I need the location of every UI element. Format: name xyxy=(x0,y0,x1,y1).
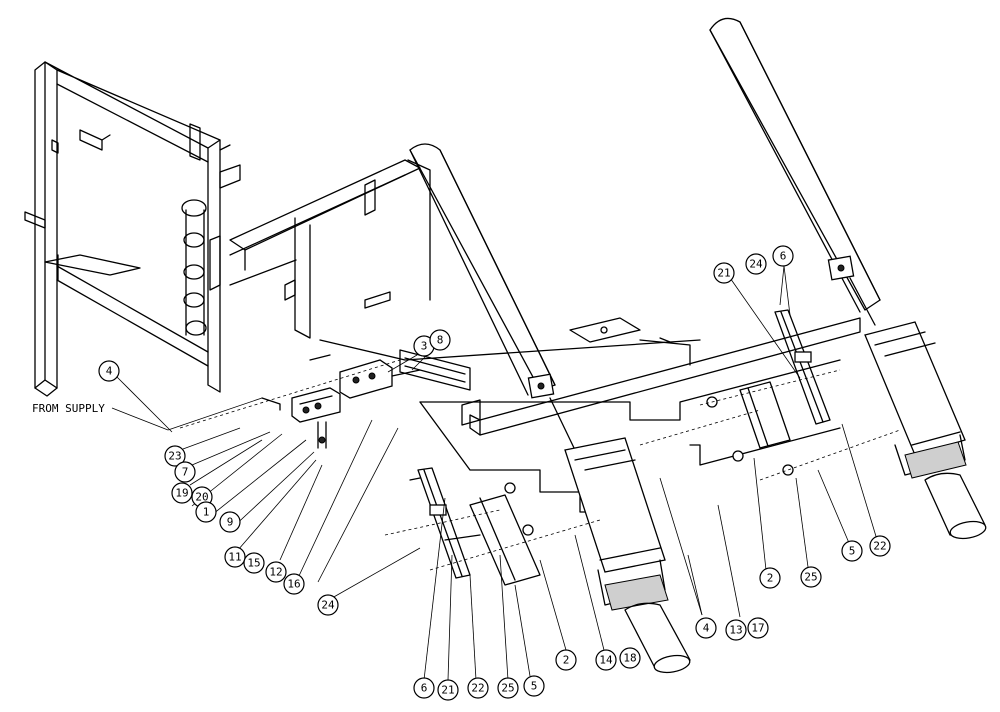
callout-bubble: 15 xyxy=(243,552,265,574)
cross-bar xyxy=(419,317,861,513)
svg-text:19: 19 xyxy=(175,487,188,500)
svg-text:13: 13 xyxy=(729,624,742,637)
callout-bubble: 22 xyxy=(467,677,489,699)
right-clamp-assembly xyxy=(706,309,831,476)
svg-text:5: 5 xyxy=(531,680,538,693)
callout-bubble: 25 xyxy=(800,566,822,588)
callout-bubble: 17 xyxy=(747,617,769,639)
svg-text:22: 22 xyxy=(471,682,484,695)
callout-bubble: 11 xyxy=(224,546,246,568)
callout-bubble: 13 xyxy=(725,619,747,641)
svg-text:22: 22 xyxy=(873,540,886,553)
callout-bubble: 5 xyxy=(523,675,545,697)
callout-bubble: 8 xyxy=(429,329,451,351)
svg-text:4: 4 xyxy=(703,622,710,635)
left-actuator xyxy=(409,143,691,674)
callout-bubble: 24 xyxy=(317,594,339,616)
callout-bubble: 19 xyxy=(171,482,193,504)
callout-bubble: 7 xyxy=(174,461,196,483)
right-actuator xyxy=(709,17,987,540)
svg-text:15: 15 xyxy=(247,557,260,570)
supply-note: FROM SUPPLY xyxy=(32,397,263,431)
callout-bubble: 1 xyxy=(195,501,217,523)
callout-bubble: 21 xyxy=(713,262,735,284)
svg-text:11: 11 xyxy=(228,551,241,564)
svg-text:16: 16 xyxy=(287,578,300,591)
svg-text:6: 6 xyxy=(421,682,428,695)
svg-text:24: 24 xyxy=(749,258,763,271)
valve-assembly xyxy=(261,349,481,449)
svg-text:20: 20 xyxy=(195,491,208,504)
callout-bubble: 2 xyxy=(555,649,577,671)
callout-bubble: 9 xyxy=(219,511,241,533)
assembly-lines xyxy=(179,359,901,571)
callout-bubble: 6 xyxy=(772,245,794,267)
svg-text:1: 1 xyxy=(203,506,210,519)
svg-text:14: 14 xyxy=(599,654,613,667)
callout-bubble: 21 xyxy=(437,679,459,701)
callout-bubble: 18 xyxy=(619,647,641,669)
svg-text:18: 18 xyxy=(623,652,636,665)
callout-bubble: 23 xyxy=(164,445,186,467)
svg-text:25: 25 xyxy=(501,682,514,695)
svg-text:9: 9 xyxy=(227,516,234,529)
svg-text:6: 6 xyxy=(780,250,787,263)
callout-bubble: 22 xyxy=(869,535,891,557)
callout-bubble: 24 xyxy=(745,253,767,275)
callout-bubble: 14 xyxy=(595,649,617,671)
callout-bubble: 25 xyxy=(497,677,519,699)
from-supply-label: FROM SUPPLY xyxy=(32,402,105,415)
callout-bubble: 6 xyxy=(413,677,435,699)
svg-text:7: 7 xyxy=(182,466,189,479)
svg-text:4: 4 xyxy=(106,365,113,378)
svg-text:3: 3 xyxy=(421,340,428,353)
callout-bubble: 2 xyxy=(759,567,781,589)
svg-text:25: 25 xyxy=(804,571,817,584)
svg-text:17: 17 xyxy=(751,622,764,635)
left-clamp-assembly xyxy=(409,467,541,586)
svg-text:24: 24 xyxy=(321,599,335,612)
callout-bubble: 5 xyxy=(841,540,863,562)
callout-bubble: 16 xyxy=(283,573,305,595)
svg-text:21: 21 xyxy=(441,684,454,697)
main-frame xyxy=(24,61,241,397)
svg-text:2: 2 xyxy=(767,572,774,585)
center-frame xyxy=(229,159,701,361)
callout-bubble: 4 xyxy=(695,617,717,639)
svg-text:12: 12 xyxy=(269,566,282,579)
callout-bubble: 4 xyxy=(98,360,120,382)
svg-text:8: 8 xyxy=(437,334,444,347)
svg-text:23: 23 xyxy=(168,450,181,463)
callout-bubble: 12 xyxy=(265,561,287,583)
leader-lines xyxy=(115,265,879,681)
svg-text:2: 2 xyxy=(563,654,570,667)
svg-text:21: 21 xyxy=(717,267,730,280)
svg-text:5: 5 xyxy=(849,545,856,558)
